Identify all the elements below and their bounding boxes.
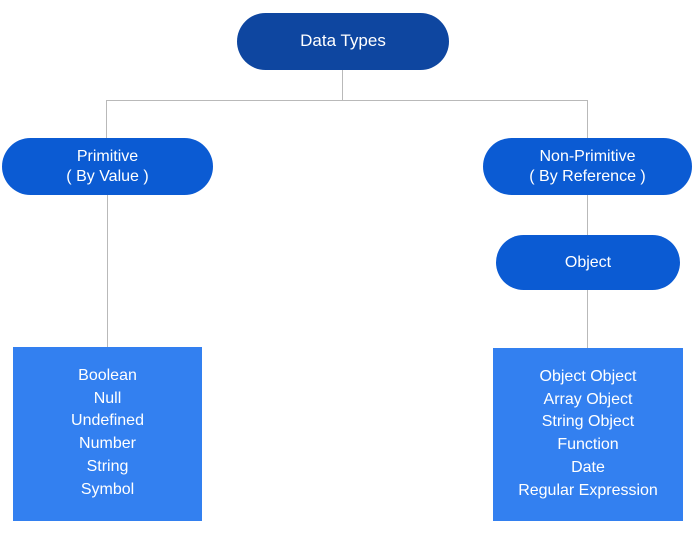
list-item: Regular Expression	[518, 481, 658, 499]
list-item: Function	[557, 436, 619, 454]
list-item: Undefined	[71, 412, 144, 430]
connector-bus-to-primitive	[106, 100, 107, 139]
list-item: Object Object	[539, 368, 637, 385]
list-item: Number	[79, 435, 136, 453]
node-non-primitive[interactable]: Non-Primitive ( By Reference )	[483, 138, 692, 195]
list-item: String	[86, 457, 129, 475]
connector-root-stem	[342, 70, 343, 101]
list-item: Array Object	[543, 390, 633, 408]
connector-bus-to-non-primitive	[587, 100, 588, 139]
node-object-label: Object	[564, 253, 612, 271]
connector-primitive-to-list	[107, 194, 108, 348]
connector-horizontal-bus	[106, 100, 588, 101]
node-data-types-label: Data Types	[300, 31, 386, 51]
list-item: Null	[93, 389, 122, 407]
node-primitive-sublabel: ( By Value )	[66, 167, 149, 185]
node-object[interactable]: Object	[496, 235, 680, 290]
node-primitive-label: Primitive	[76, 147, 139, 165]
node-primitive[interactable]: Primitive ( By Value )	[2, 138, 213, 195]
node-non-primitive-label: Non-Primitive	[539, 147, 636, 165]
list-item: String Object	[541, 413, 635, 431]
node-data-types[interactable]: Data Types	[237, 13, 449, 70]
list-item: Date	[571, 458, 605, 476]
list-item: Symbol	[80, 480, 135, 498]
list-item: Boolean	[78, 367, 137, 384]
node-non-primitive-sublabel: ( By Reference )	[529, 167, 646, 185]
